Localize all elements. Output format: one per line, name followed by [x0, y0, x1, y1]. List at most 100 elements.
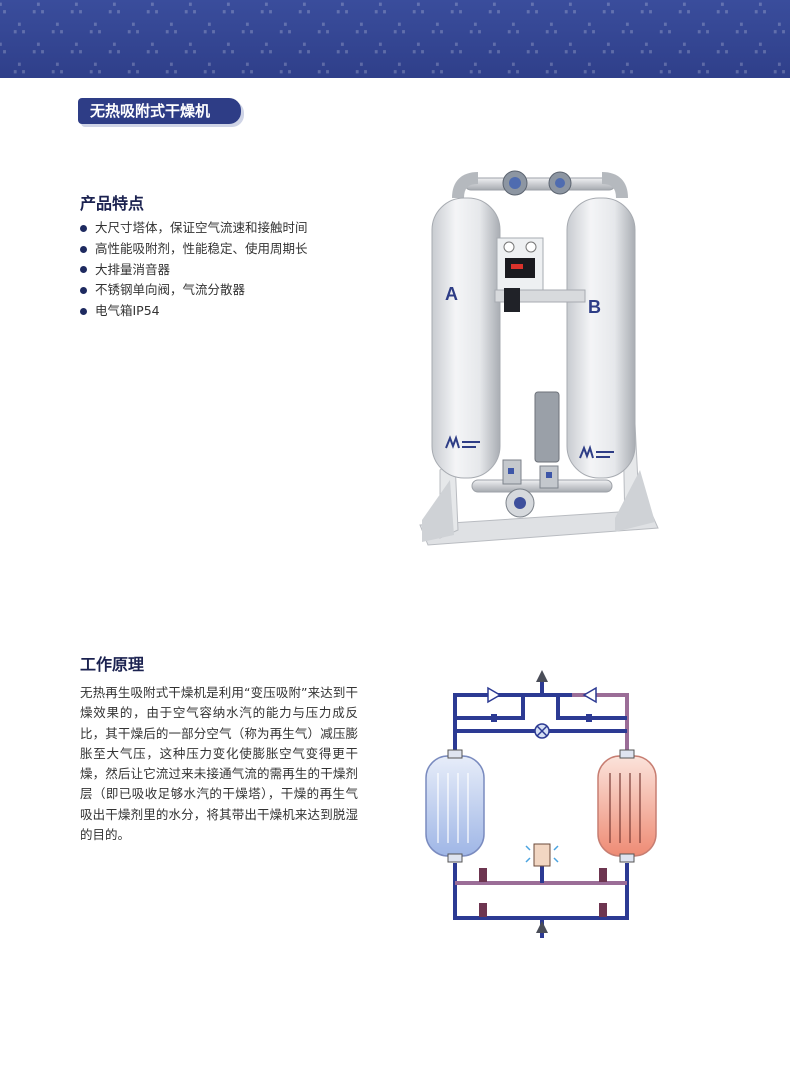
- flow-diagram: [425, 670, 657, 938]
- feature-item: 大排量消音器: [80, 260, 308, 281]
- banner-pattern-icon: ∴: [640, 0, 653, 20]
- banner-pattern-icon: ∴: [564, 0, 577, 20]
- banner-pattern-icon: ∴: [279, 56, 292, 78]
- banner-pattern-icon: ∴: [241, 16, 254, 40]
- banner-pattern-icon: ∴: [146, 36, 159, 60]
- bullet-icon: [80, 308, 87, 316]
- banner-pattern-icon: ∴: [621, 16, 634, 40]
- banner-pattern-icon: ∴: [184, 36, 197, 60]
- banner-pattern-icon: ∴: [146, 0, 159, 20]
- banner-pattern-icon: ∴: [583, 16, 596, 40]
- banner-pattern-icon: ∴: [374, 0, 387, 20]
- banner-pattern-icon: ∴: [355, 16, 368, 40]
- tower-a-label: A: [445, 284, 458, 304]
- regeneration-tower-icon: [597, 755, 657, 857]
- banner-pattern-icon: ∴: [108, 0, 121, 20]
- banner-pattern-icon: ∴: [697, 56, 710, 78]
- banner-pattern-icon: ∴: [735, 56, 748, 78]
- banner-pattern-icon: ∴: [317, 56, 330, 78]
- feature-item: 不锈钢单向阀，气流分散器: [80, 280, 308, 301]
- banner-pattern-icon: ∴: [583, 56, 596, 78]
- principle-heading: 工作原理: [80, 655, 145, 674]
- feature-item: 大尺寸塔体，保证空气流速和接触时间: [80, 218, 308, 239]
- banner-pattern-icon: ∴: [564, 36, 577, 60]
- header-banner: ∴∴∴∴∴∴∴∴∴∴∴∴∴∴∴∴∴∴∴∴∴∴∴∴∴∴∴∴∴∴∴∴∴∴∴∴∴∴∴∴…: [0, 0, 790, 78]
- brand-logo-icon: [445, 434, 480, 449]
- banner-pattern-icon: ∴: [659, 56, 672, 78]
- dryer-product-image: A B: [419, 170, 659, 546]
- bullet-icon: [80, 245, 87, 253]
- banner-pattern-icon: ∴: [51, 56, 64, 78]
- banner-pattern-icon: ∴: [469, 16, 482, 40]
- banner-pattern-icon: ∴: [336, 36, 349, 60]
- banner-pattern-icon: ∴: [374, 36, 387, 60]
- banner-pattern-icon: ∴: [773, 56, 786, 78]
- banner-pattern-icon: ∴: [602, 36, 615, 60]
- banner-pattern-icon: ∴: [89, 16, 102, 40]
- banner-pattern-icon: ∴: [773, 16, 786, 40]
- banner-pattern-icon: ∴: [260, 36, 273, 60]
- banner-pattern-icon: ∴: [735, 16, 748, 40]
- banner-pattern-icon: ∴: [184, 0, 197, 20]
- banner-pattern-icon: ∴: [678, 36, 691, 60]
- banner-pattern-icon: ∴: [222, 0, 235, 20]
- banner-pattern-icon: ∴: [431, 56, 444, 78]
- banner-pattern-icon: ∴: [70, 36, 83, 60]
- banner-pattern-icon: ∴: [412, 0, 425, 20]
- check-valve-icon: [487, 686, 502, 704]
- banner-pattern-icon: ∴: [697, 16, 710, 40]
- features-list: 大尺寸塔体，保证空气流速和接触时间 高性能吸附剂，性能稳定、使用周期长 大排量消…: [80, 218, 308, 322]
- banner-pattern-icon: ∴: [0, 0, 7, 20]
- banner-pattern-icon: ∴: [298, 36, 311, 60]
- bullet-icon: [80, 266, 87, 274]
- banner-pattern-icon: ∴: [469, 56, 482, 78]
- banner-pattern-icon: ∴: [431, 16, 444, 40]
- banner-pattern-icon: ∴: [298, 0, 311, 20]
- banner-pattern-icon: ∴: [32, 0, 45, 20]
- banner-pattern-icon: ∴: [70, 0, 83, 20]
- brand-logo-icon: [579, 444, 614, 459]
- check-valve-icon: [582, 686, 597, 704]
- banner-pattern-icon: ∴: [165, 16, 178, 40]
- banner-pattern-icon: ∴: [127, 56, 140, 78]
- features-heading: 产品特点: [80, 194, 145, 213]
- bullet-icon: [80, 287, 87, 295]
- banner-pattern-icon: ∴: [754, 0, 767, 20]
- banner-pattern-icon: ∴: [507, 16, 520, 40]
- banner-pattern-icon: ∴: [0, 36, 7, 60]
- banner-pattern-icon: ∴: [754, 36, 767, 60]
- banner-pattern-icon: ∴: [260, 0, 273, 20]
- banner-pattern-icon: ∴: [393, 16, 406, 40]
- banner-pattern-icon: ∴: [222, 36, 235, 60]
- feature-item: 电气箱IP54: [80, 301, 308, 322]
- banner-pattern-icon: ∴: [32, 36, 45, 60]
- tower-b-label: B: [588, 297, 601, 317]
- silencer-icon: [533, 843, 551, 867]
- banner-pattern-icon: ∴: [355, 56, 368, 78]
- banner-pattern-icon: ∴: [545, 16, 558, 40]
- banner-pattern-icon: ∴: [545, 56, 558, 78]
- banner-pattern-icon: ∴: [336, 0, 349, 20]
- banner-pattern-icon: ∴: [203, 16, 216, 40]
- banner-pattern-icon: ∴: [241, 56, 254, 78]
- banner-pattern-icon: ∴: [488, 36, 501, 60]
- banner-pattern-icon: ∴: [621, 56, 634, 78]
- feature-item: 高性能吸附剂，性能稳定、使用周期长: [80, 239, 308, 260]
- banner-pattern-icon: ∴: [659, 16, 672, 40]
- banner-pattern-icon: ∴: [450, 0, 463, 20]
- banner-pattern-icon: ∴: [716, 36, 729, 60]
- banner-pattern-icon: ∴: [678, 0, 691, 20]
- banner-pattern-icon: ∴: [526, 0, 539, 20]
- banner-pattern-icon: ∴: [640, 36, 653, 60]
- page-title: 无热吸附式干燥机: [78, 98, 241, 124]
- banner-pattern-icon: ∴: [602, 0, 615, 20]
- banner-pattern-icon: ∴: [13, 56, 26, 78]
- banner-pattern-icon: ∴: [203, 56, 216, 78]
- adsorption-tower-icon: [425, 755, 485, 857]
- banner-pattern-icon: ∴: [13, 16, 26, 40]
- banner-pattern-icon: ∴: [89, 56, 102, 78]
- banner-pattern-icon: ∴: [526, 36, 539, 60]
- banner-pattern-icon: ∴: [412, 36, 425, 60]
- banner-pattern-icon: ∴: [127, 16, 140, 40]
- principle-text: 无热再生吸附式干燥机是利用“变压吸附”来达到干燥效果的，由于空气容纳水汽的能力与…: [80, 685, 358, 843]
